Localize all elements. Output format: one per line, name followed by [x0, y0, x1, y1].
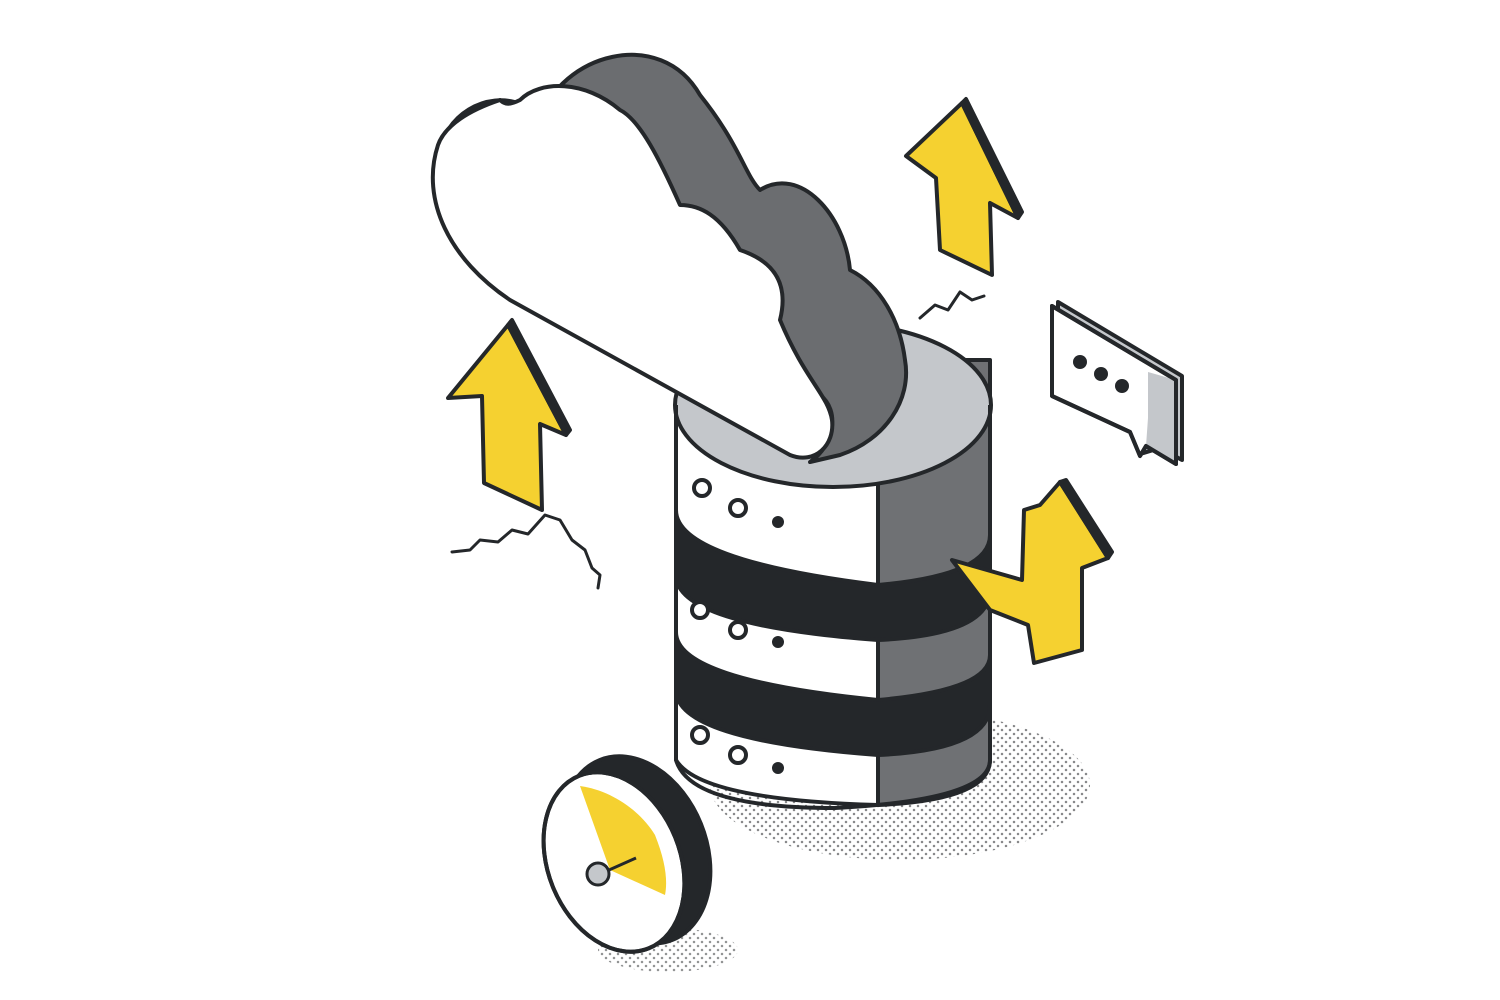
status-indicator — [772, 636, 784, 648]
database-icon — [673, 321, 993, 810]
status-indicator — [772, 762, 784, 774]
upload-arrow-icon — [446, 318, 572, 512]
status-indicator — [690, 725, 710, 745]
status-indicator — [692, 478, 712, 498]
status-indicator — [772, 516, 784, 528]
upload-arrow-icon — [904, 97, 1024, 277]
server-unit — [690, 725, 784, 774]
status-indicator — [728, 745, 748, 765]
chat-bubble-icon — [1050, 300, 1184, 466]
gauge-icon — [541, 754, 713, 954]
crack-line-icon — [450, 290, 986, 590]
status-indicator — [728, 498, 748, 518]
server-unit — [692, 478, 784, 528]
cloud-icon — [430, 53, 909, 464]
typing-dots — [1073, 355, 1129, 393]
status-indicator — [690, 600, 710, 620]
status-indicator — [728, 620, 748, 640]
server-unit — [690, 600, 784, 648]
upload-arrow-icon — [950, 478, 1114, 665]
